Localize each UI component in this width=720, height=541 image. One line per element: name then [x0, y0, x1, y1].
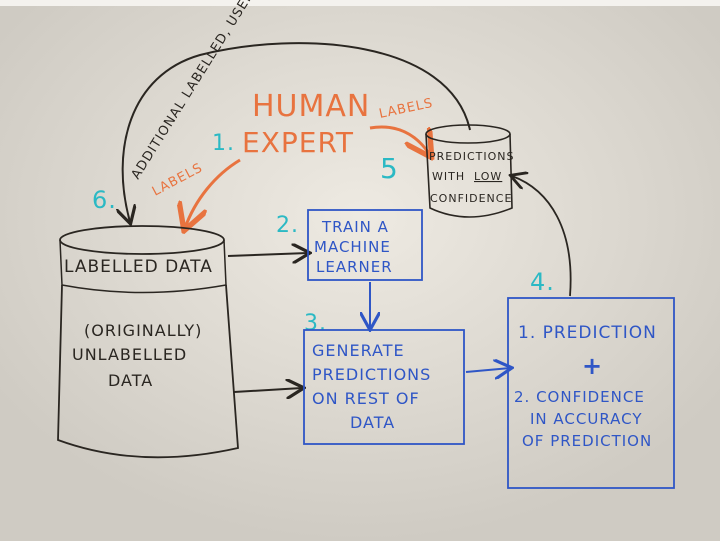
low-conf-line1: PREDICTIONS: [429, 150, 514, 163]
low-confidence-database: PREDICTIONS WITH LOW CONFIDENCE: [425, 124, 514, 218]
step-4-number: 4.: [530, 268, 555, 296]
labelled-line3: DATA: [108, 371, 153, 390]
step-6-number: 6.: [92, 186, 117, 214]
board-top-edge: [0, 0, 720, 6]
prediction-confidence-box: 1. PREDICTION + 2. CONFIDENCE IN ACCURAC…: [507, 297, 675, 489]
human-label: HUMAN: [252, 89, 370, 124]
feedback-arrow: [123, 42, 471, 222]
low-conf-line2: WITH: [432, 170, 465, 183]
train-learner-box: TRAIN A MACHINE LEARNER: [307, 209, 423, 281]
to-prediction-arrow: [465, 368, 510, 372]
to-train-arrow: [227, 253, 308, 256]
labels-arrow-right: [369, 125, 430, 155]
prediction-line1: 1. PREDICTION: [518, 323, 657, 343]
step-5-number: 5: [380, 152, 399, 185]
prediction-line3: IN ACCURACY: [530, 410, 643, 428]
step-3-number: 3.: [304, 311, 327, 336]
labelled-data-database: LABELLED DATA (ORIGINALLY) UNLABELLED DA…: [57, 225, 239, 459]
train-line1: TRAIN A: [321, 218, 389, 236]
generate-line2: PREDICTIONS: [312, 365, 431, 384]
generate-line3: ON REST OF: [312, 389, 420, 408]
low-conf-line3: CONFIDENCE: [430, 192, 512, 205]
to-generate-arrow: [233, 388, 302, 392]
train-line2: MACHINE: [314, 238, 391, 256]
labels-arrow-left: [185, 158, 241, 228]
prediction-plus: +: [582, 352, 603, 380]
train-line3: LEARNER: [316, 258, 393, 276]
prediction-line4: OF PREDICTION: [522, 432, 652, 450]
low-conf-line2b: LOW: [474, 170, 502, 183]
generate-line1: GENERATE: [312, 341, 405, 360]
prediction-line2: 2. CONFIDENCE: [514, 388, 645, 406]
generate-predictions-box: GENERATE PREDICTIONS ON REST OF DATA: [303, 329, 465, 445]
labelled-data-top: LABELLED DATA: [64, 257, 213, 277]
generate-line4: DATA: [350, 413, 395, 432]
step-1-number: 1.: [212, 131, 235, 156]
labelled-line2: UNLABELLED: [72, 345, 187, 364]
step-2-number: 2.: [276, 213, 299, 238]
labelled-line1: (ORIGINALLY): [84, 321, 202, 340]
expert-label: EXPERT: [242, 126, 354, 159]
step-4-arrow: [512, 176, 572, 297]
